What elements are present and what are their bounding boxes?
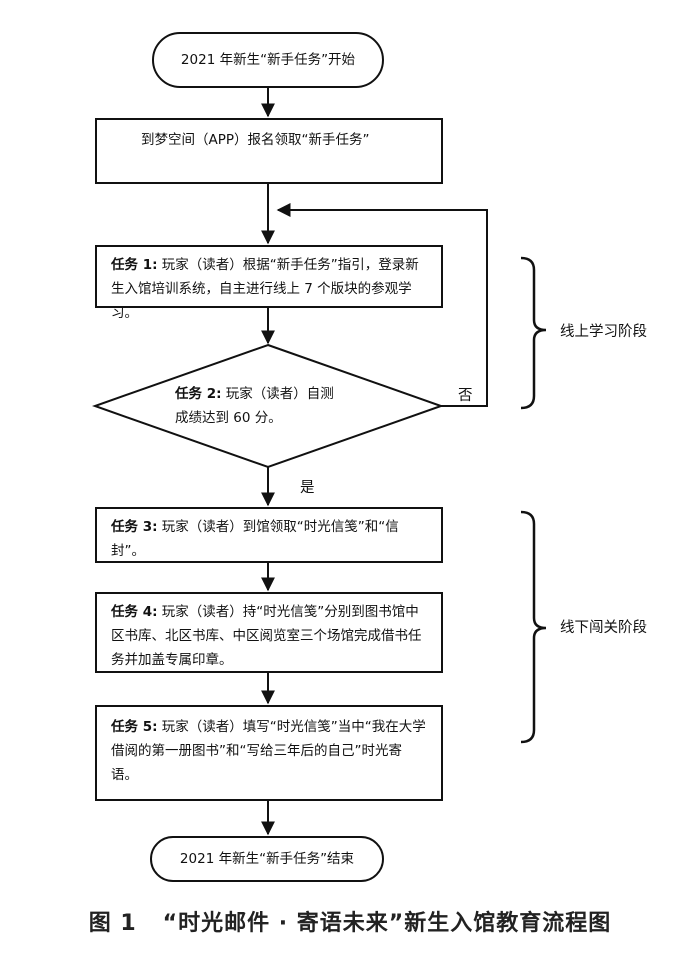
figure-number: 图 1: [88, 911, 137, 936]
start-terminal: 2021 年新生“新手任务”开始: [152, 32, 384, 88]
task5-label: 任务 5:: [111, 719, 158, 735]
task2-decision-text: 任务 2: 玩家（读者）自测 成绩达到 60 分。: [175, 382, 385, 432]
end-label: 2021 年新生“新手任务”结束: [179, 851, 355, 867]
app-signup-label: 到梦空间（APP）报名领取“新手任务”: [141, 132, 370, 148]
loop-no-path: [276, 203, 488, 407]
phase-online-label: 线上学习阶段: [560, 324, 647, 340]
figure-title: “时光邮件 · 寄语未来”新生入馆教育流程图: [162, 911, 612, 936]
decision-diamond: [91, 343, 445, 469]
task5-text: 玩家（读者）填写“时光信笺”当中“我在大学借阅的第一册图书”和“写给三年后的自己…: [111, 719, 426, 783]
brace-online-phase: [520, 256, 547, 410]
task3-text: 玩家（读者）到馆领取“时光信笺”和“信封”。: [111, 519, 399, 559]
figure-caption: 图 1 “时光邮件 · 寄语未来”新生入馆教育流程图: [0, 905, 700, 937]
task5-box: 任务 5: 玩家（读者）填写“时光信笺”当中“我在大学借阅的第一册图书”和“写给…: [95, 705, 443, 801]
start-label: 2021 年新生“新手任务”开始: [180, 52, 356, 68]
phase-offline-label: 线下闯关阶段: [560, 620, 647, 636]
task4-text: 玩家（读者）持“时光信笺”分别到图书馆中区书库、北区书库、中区阅览室三个场馆完成…: [111, 604, 422, 668]
no-label: 否: [458, 388, 473, 404]
task1-box: 任务 1: 玩家（读者）根据“新手任务”指引，登录新生入馆培训系统，自主进行线上…: [95, 245, 443, 321]
app-signup-box: 到梦空间（APP）报名领取“新手任务”: [95, 118, 443, 184]
task3-box: 任务 3: 玩家（读者）到馆领取“时光信笺”和“信封”。: [95, 507, 443, 563]
task4-label: 任务 4:: [111, 604, 158, 620]
task2-line1: 玩家（读者）自测: [221, 386, 334, 402]
task1-label: 任务 1:: [111, 257, 158, 273]
yes-label: 是: [300, 480, 315, 496]
brace-offline-phase: [520, 510, 547, 744]
task3-label: 任务 3:: [111, 519, 158, 535]
end-terminal: 2021 年新生“新手任务”结束: [150, 836, 384, 882]
task2-label: 任务 2:: [175, 386, 222, 402]
task1-text: 玩家（读者）根据“新手任务”指引，登录新生入馆培训系统，自主进行线上 7 个版块…: [111, 257, 419, 321]
task2-line2: 成绩达到 60 分。: [175, 410, 282, 426]
task4-box: 任务 4: 玩家（读者）持“时光信笺”分别到图书馆中区书库、北区书库、中区阅览室…: [95, 592, 443, 673]
